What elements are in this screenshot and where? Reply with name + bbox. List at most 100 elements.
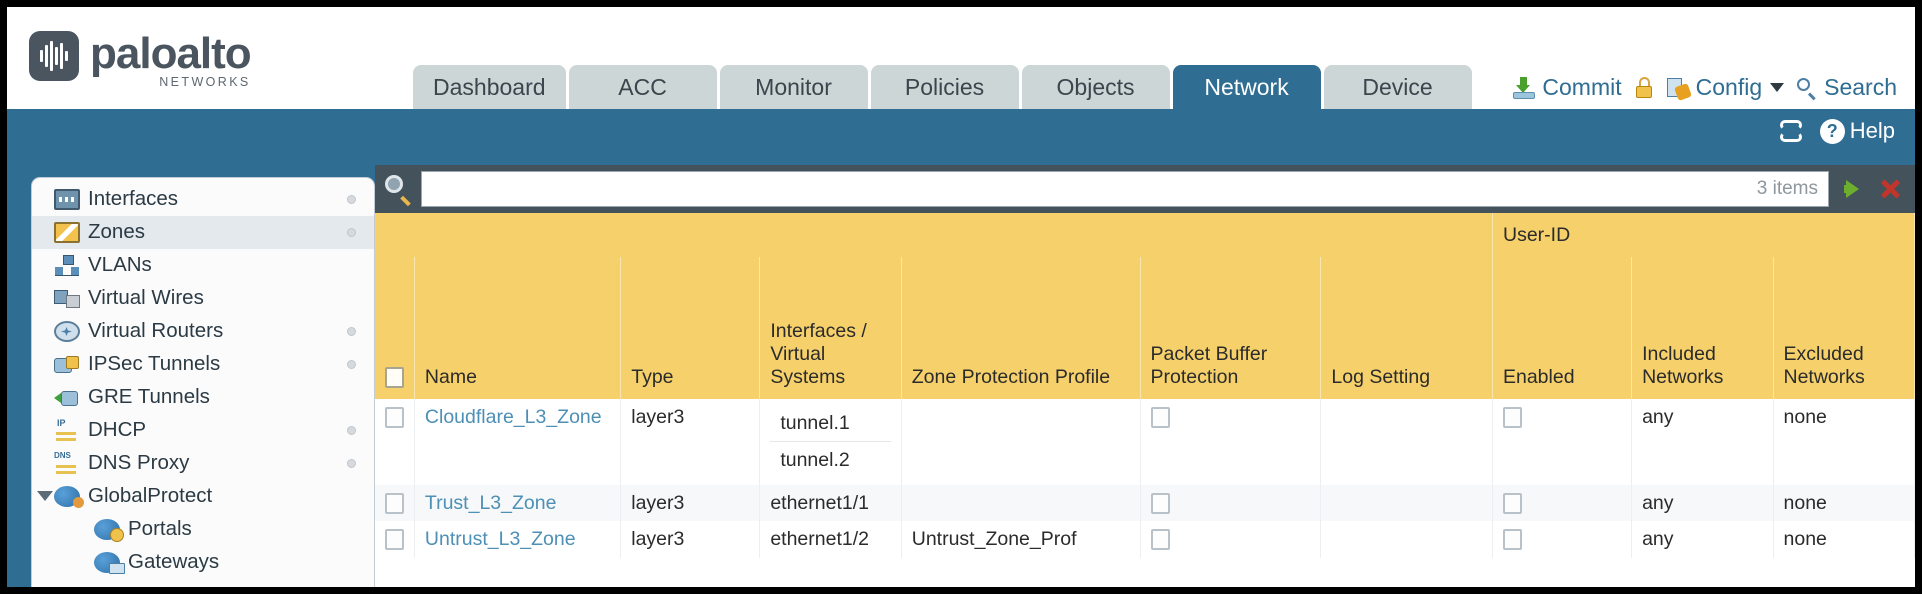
- cell-userid-enabled[interactable]: [1492, 484, 1633, 522]
- sidebar-item-virtual-wires[interactable]: Virtual Wires: [32, 282, 374, 315]
- clear-filter-button[interactable]: [1875, 174, 1905, 204]
- tab-policies[interactable]: Policies: [870, 65, 1019, 109]
- row-checkbox[interactable]: [385, 493, 404, 515]
- column-header-included-networks[interactable]: Included Networks: [1631, 257, 1774, 399]
- cell-log-setting: [1320, 399, 1493, 485]
- cell-zone-protection-profile: [901, 484, 1141, 522]
- config-menu[interactable]: Config: [1666, 74, 1785, 101]
- tab-acc[interactable]: ACC: [568, 65, 717, 109]
- row-select-cell[interactable]: [375, 399, 415, 485]
- sidebar-item-dns-proxy[interactable]: DNS Proxy: [32, 447, 374, 480]
- column-header-enabled[interactable]: Enabled: [1492, 257, 1633, 399]
- config-label: Config: [1695, 74, 1763, 100]
- column-header-name[interactable]: Name: [414, 257, 622, 399]
- sidebar-item-interfaces[interactable]: Interfaces: [32, 183, 374, 216]
- sidebar-item-vlans[interactable]: VLANs: [32, 249, 374, 282]
- lock-button[interactable]: [1634, 76, 1654, 100]
- tab-device[interactable]: Device: [1323, 65, 1472, 109]
- userid-enabled-checkbox[interactable]: [1502, 407, 1522, 429]
- zones-icon: [54, 222, 80, 243]
- commit-button[interactable]: Commit: [1512, 74, 1622, 101]
- column-header-type[interactable]: Type: [620, 257, 761, 399]
- column-header-packet-buffer-protection[interactable]: Packet Buffer Protection: [1140, 257, 1322, 399]
- sidebar-item-globalprotect[interactable]: GlobalProtect: [32, 480, 374, 513]
- paloalto-logo-icon: [29, 31, 79, 81]
- cell-name[interactable]: Trust_L3_Zone: [414, 484, 622, 522]
- cell-excluded-networks: none: [1773, 521, 1915, 558]
- zone-link[interactable]: Cloudflare_L3_Zone: [424, 406, 602, 428]
- apply-filter-button[interactable]: [1837, 174, 1867, 204]
- sidebar-item-label: VLANs: [88, 253, 152, 277]
- cell-userid-enabled[interactable]: [1492, 521, 1633, 558]
- help-button[interactable]: ? Help: [1819, 118, 1895, 144]
- zones-table: User-ID Name Type Interfaces / Virtual S…: [375, 213, 1915, 558]
- cell-name[interactable]: Cloudflare_L3_Zone: [414, 399, 622, 485]
- table-row[interactable]: Untrust_L3_Zone layer3 ethernet1/2 Untru…: [375, 521, 1915, 558]
- interface-item: tunnel.2: [780, 449, 850, 472]
- refresh-icon[interactable]: [1778, 119, 1804, 143]
- cell-packet-buffer-protection[interactable]: [1140, 484, 1322, 522]
- sidebar-item-ipsec-tunnels[interactable]: IPSec Tunnels: [32, 348, 374, 381]
- gre-tunnels-icon: [54, 387, 80, 408]
- sidebar-container: Interfaces Zones VLANs Virtual Wires: [7, 165, 375, 587]
- column-header-zone-protection-profile[interactable]: Zone Protection Profile: [901, 257, 1141, 399]
- dns-proxy-icon: [54, 451, 80, 474]
- zone-link[interactable]: Trust_L3_Zone: [424, 491, 557, 514]
- row-checkbox[interactable]: [385, 407, 404, 429]
- packet-buffer-protection-checkbox[interactable]: [1150, 407, 1170, 429]
- sidebar-item-gateways[interactable]: Gateways: [32, 546, 374, 579]
- table-row[interactable]: Trust_L3_Zone layer3 ethernet1/1: [375, 484, 1915, 522]
- column-header-excluded-networks[interactable]: Excluded Networks: [1773, 257, 1915, 399]
- row-checkbox[interactable]: [385, 529, 404, 551]
- userid-enabled-checkbox[interactable]: [1502, 529, 1522, 551]
- brand-tagline: NETWORKS: [159, 75, 251, 89]
- tab-objects[interactable]: Objects: [1021, 65, 1170, 109]
- main-nav-tabs: Dashboard ACC Monitor Policies Objects N…: [413, 65, 1472, 109]
- sidebar-item-zones[interactable]: Zones: [32, 216, 374, 249]
- cell-name[interactable]: Untrust_L3_Zone: [414, 521, 622, 558]
- sidebar-item-gre-tunnels[interactable]: GRE Tunnels: [32, 381, 374, 414]
- band-actions: ? Help: [1778, 118, 1895, 144]
- search-toolbar: 3 items: [375, 165, 1915, 213]
- table-row[interactable]: Cloudflare_L3_Zone layer3 tunnel.1 tunne…: [375, 399, 1915, 485]
- sidebar-item-dhcp[interactable]: DHCP: [32, 414, 374, 447]
- status-dot: [347, 459, 356, 468]
- content-area: Interfaces Zones VLANs Virtual Wires: [7, 165, 1915, 587]
- status-dot: [347, 426, 356, 435]
- search-button[interactable]: Search: [1796, 74, 1897, 101]
- packet-buffer-protection-checkbox[interactable]: [1150, 529, 1170, 551]
- zone-link[interactable]: Untrust_L3_Zone: [424, 528, 576, 551]
- cell-zone-protection-profile: Untrust_Zone_Prof: [901, 521, 1141, 558]
- commit-label: Commit: [1542, 74, 1622, 100]
- cell-log-setting: [1320, 521, 1493, 558]
- select-all-checkbox[interactable]: [385, 367, 404, 389]
- close-icon: [1879, 178, 1901, 200]
- cell-packet-buffer-protection[interactable]: [1140, 521, 1322, 558]
- cell-type: layer3: [620, 399, 761, 485]
- column-header-log-setting[interactable]: Log Setting: [1320, 257, 1493, 399]
- column-header-interfaces[interactable]: Interfaces / Virtual Systems: [759, 257, 902, 399]
- sidebar: Interfaces Zones VLANs Virtual Wires: [31, 177, 375, 587]
- status-dot: [347, 195, 356, 204]
- status-dot: [347, 360, 356, 369]
- sidebar-item-virtual-routers[interactable]: Virtual Routers: [32, 315, 374, 348]
- userid-enabled-checkbox[interactable]: [1502, 493, 1522, 515]
- sidebar-item-portals[interactable]: Portals: [32, 513, 374, 546]
- cell-userid-enabled[interactable]: [1492, 399, 1633, 485]
- cell-included-networks: any: [1631, 484, 1774, 522]
- tab-monitor[interactable]: Monitor: [719, 65, 868, 109]
- select-all-header[interactable]: [375, 257, 415, 399]
- globalprotect-icon: [54, 486, 84, 508]
- tab-network[interactable]: Network: [1172, 65, 1321, 109]
- search-input[interactable]: [432, 178, 1757, 200]
- tab-dashboard[interactable]: Dashboard: [413, 65, 566, 109]
- expander-triangle-icon[interactable]: [37, 491, 53, 501]
- packet-buffer-protection-checkbox[interactable]: [1150, 493, 1170, 515]
- row-select-cell[interactable]: [375, 521, 415, 558]
- search-icon[interactable]: [383, 174, 413, 207]
- virtual-routers-icon: [54, 321, 80, 342]
- row-select-cell[interactable]: [375, 484, 415, 522]
- cell-packet-buffer-protection[interactable]: [1140, 399, 1322, 485]
- search-field[interactable]: 3 items: [421, 171, 1829, 207]
